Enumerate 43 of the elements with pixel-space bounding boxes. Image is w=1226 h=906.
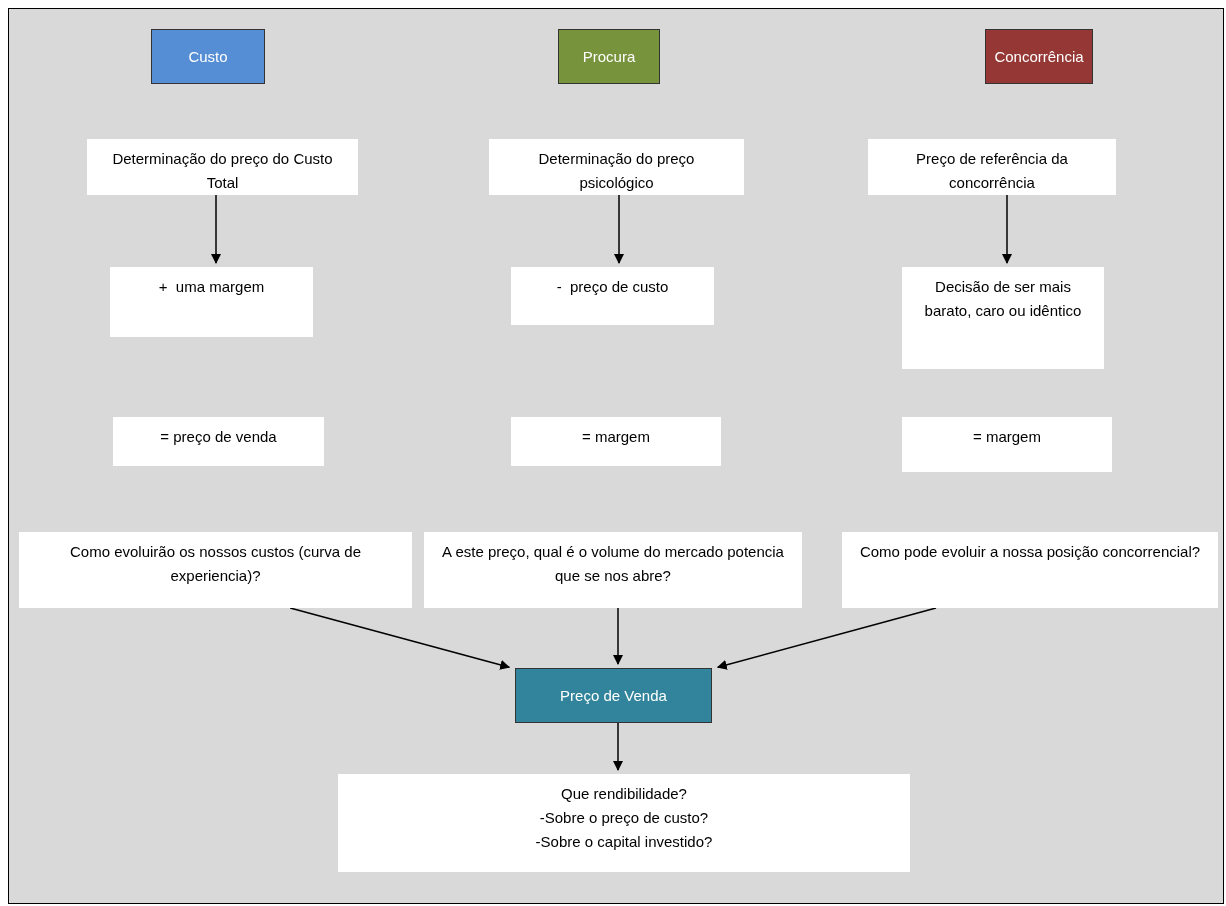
header-box bbox=[985, 29, 1093, 84]
arrow bbox=[613, 607, 623, 665]
box-text: Preço de Venda bbox=[560, 685, 667, 706]
text-box bbox=[511, 267, 714, 325]
box-text: = margem bbox=[582, 427, 650, 447]
text-box bbox=[511, 417, 721, 466]
box-text: Que rendibilidade? bbox=[561, 784, 687, 804]
box-text: Decisão de ser mais barato, caro ou idêntico bbox=[923, 277, 1083, 321]
text-box bbox=[338, 774, 910, 872]
box-text: Determinação do preço do Custo Total bbox=[111, 149, 334, 193]
text-box bbox=[902, 417, 1112, 472]
arrow bbox=[1002, 194, 1012, 264]
arrow bbox=[716, 607, 937, 670]
text-box bbox=[902, 267, 1104, 369]
box-text: + uma margem bbox=[158, 277, 265, 297]
arrow bbox=[289, 607, 511, 670]
box-text: -Sobre o capital investido? bbox=[535, 832, 713, 852]
text-box bbox=[87, 139, 358, 195]
arrow bbox=[613, 722, 623, 771]
text-box bbox=[489, 139, 744, 195]
box-text: - preço de custo bbox=[556, 277, 669, 297]
box-text: -Sobre o preço de custo? bbox=[539, 808, 709, 828]
box-text: Preço de referência da concorrência bbox=[915, 149, 1069, 193]
text-box bbox=[842, 532, 1218, 608]
box-text: = preço de venda bbox=[160, 427, 277, 447]
arrow bbox=[614, 194, 624, 264]
text-box bbox=[19, 532, 412, 608]
box-text: Como pode evoluir a nossa posição concorrencial? bbox=[859, 542, 1201, 562]
text-box bbox=[868, 139, 1116, 195]
arrow bbox=[211, 194, 221, 264]
box-text: Como evoluirão os nossos custos (curva de experiencia)? bbox=[69, 542, 362, 586]
box-text: Custo bbox=[188, 46, 228, 67]
text-box bbox=[424, 532, 802, 608]
box-text: Procura bbox=[582, 46, 636, 67]
header-box bbox=[515, 668, 712, 723]
header-box bbox=[558, 29, 660, 84]
box-text: Concorrência bbox=[994, 46, 1084, 67]
box-text: = margem bbox=[973, 427, 1041, 447]
text-box bbox=[110, 267, 313, 337]
box-text: A este preço, qual é o volume do mercado potencia que se nos abre? bbox=[441, 542, 785, 586]
box-text: Determinação do preço psicológico bbox=[537, 149, 696, 193]
text-box bbox=[113, 417, 324, 466]
header-box bbox=[151, 29, 265, 84]
